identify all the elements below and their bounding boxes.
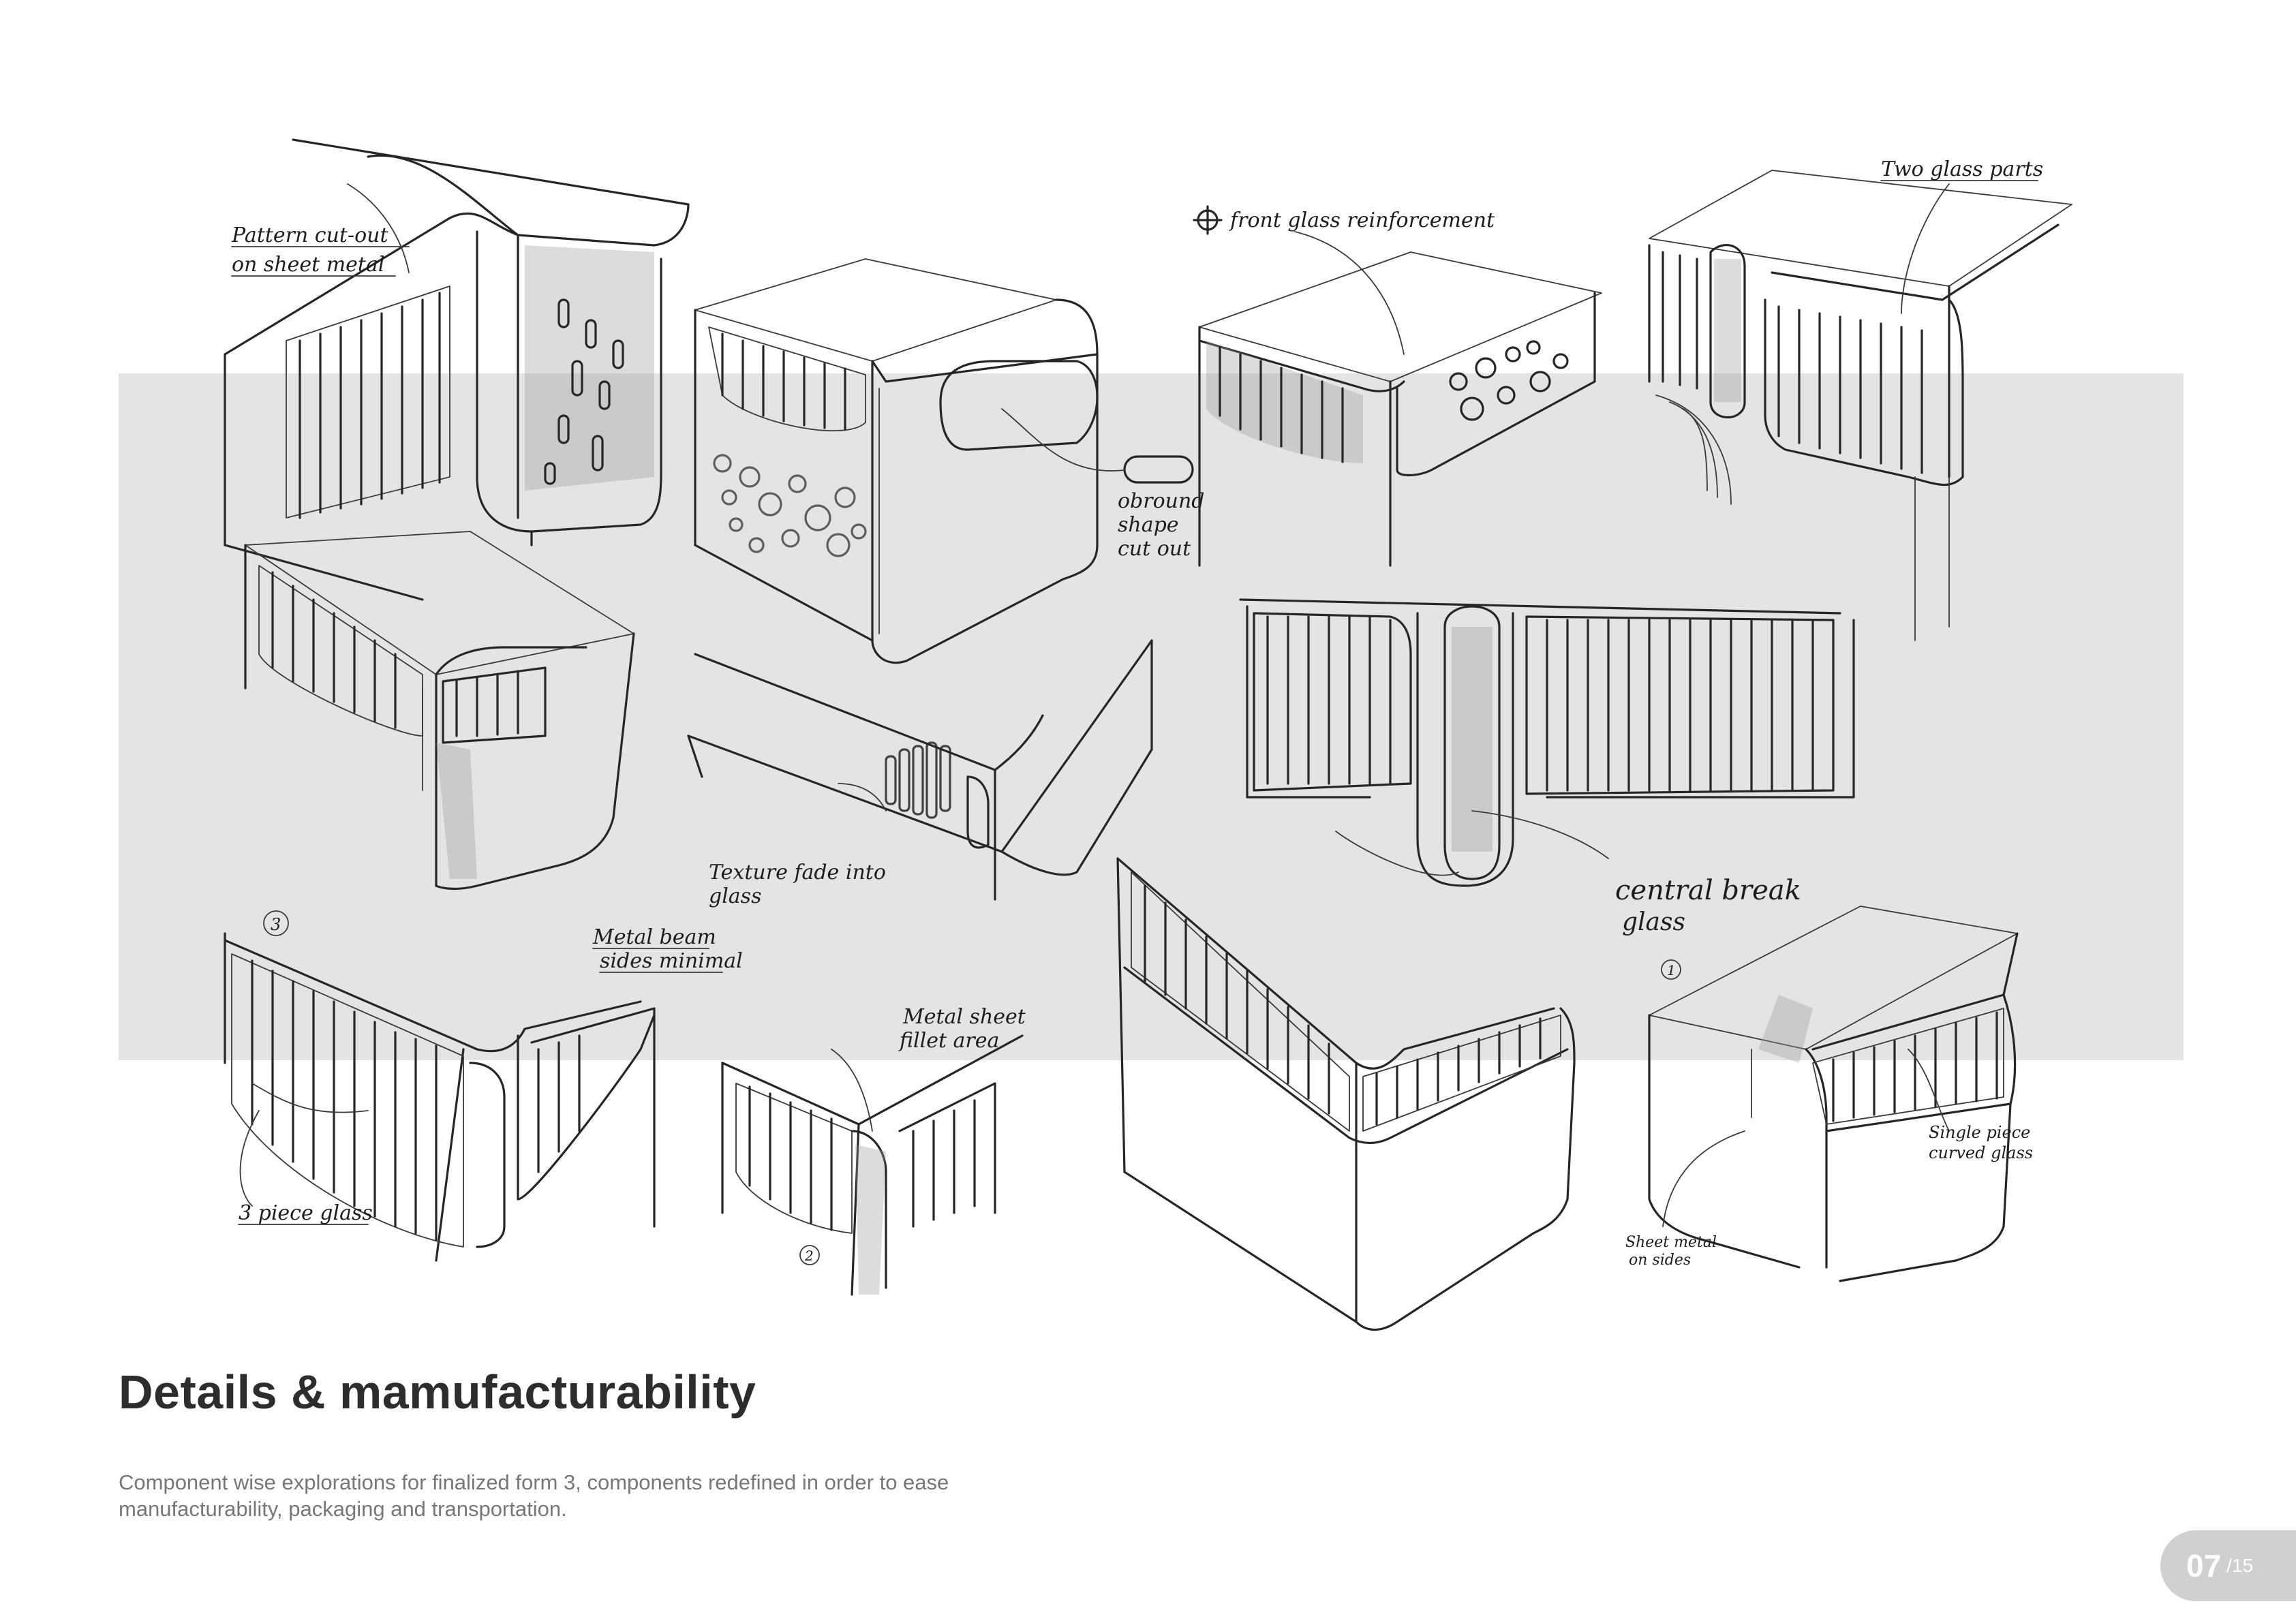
sketch-block-circles: obround shape cut out [694,258,1205,664]
sketch-texture-fade: Texture fade into glass [687,639,1153,908]
label-cut-out: cut out [1118,537,1191,561]
sketch-metal-sheet-fillet: Metal sheet fillet area 2 [721,1005,1026,1296]
label-metal-beam: Metal beam [592,925,716,949]
sketch-tall-block [1116,831,1576,1331]
label-num-1: 1 [1667,962,1676,978]
sketch-three-piece-glass: 3 3 piece glass Metal beam sides minimal [224,910,743,1262]
label-sheet-metal-sides: Sheet metal [1625,1234,1717,1251]
label-on-sheet-metal: on sheet metal [232,253,384,277]
page-total: /15 [2226,1555,2254,1576]
label-on-sides: on sides [1629,1252,1691,1269]
label-obround: obround [1118,489,1205,513]
label-num-2: 2 [804,1248,814,1264]
label-texture-fade: Texture fade into [709,861,886,884]
label-two-glass: Two glass parts [1881,157,2043,181]
label-central-glass: glass [1622,908,1685,936]
page-description: Component wise explorations for finalize… [119,1470,949,1521]
label-metal-sheet: Metal sheet [902,1005,1026,1029]
label-pattern-cutout: Pattern cut-out [231,223,388,247]
label-three-piece: 3 piece glass [239,1201,373,1225]
label-fillet-area: fillet area [898,1029,999,1053]
label-sides-minimal: sides minimal [600,949,743,973]
sketch-corner-pattern-cutout: Pattern cut-out on sheet metal [224,138,690,601]
label-texture-glass: glass [709,884,761,908]
sketch-two-glass-parts: Two glass parts [1648,157,2072,641]
label-single-piece: Single piece [1929,1123,2030,1142]
label-shape: shape [1118,513,1179,537]
label-num-3: 3 [271,915,281,934]
sketch-front-glass: front glass reinforcement [1193,205,1602,567]
sketch-middle-left-block [244,531,635,890]
page-title: Details & mamufacturability [119,1365,756,1419]
label-front-glass: front glass reinforcement [1229,208,1495,232]
label-central-break: central break [1615,875,1801,906]
page-current: 07 [2186,1548,2222,1583]
sketch-single-piece-glass: 1 Single piece curved glass Sheet metal … [1625,906,2033,1282]
sketch-central-break-glass: Sheet metal central break glass [1239,598,1855,936]
page-number-badge: 07 /15 [2160,1530,2296,1601]
label-curved-glass: curved glass [1929,1143,2033,1162]
